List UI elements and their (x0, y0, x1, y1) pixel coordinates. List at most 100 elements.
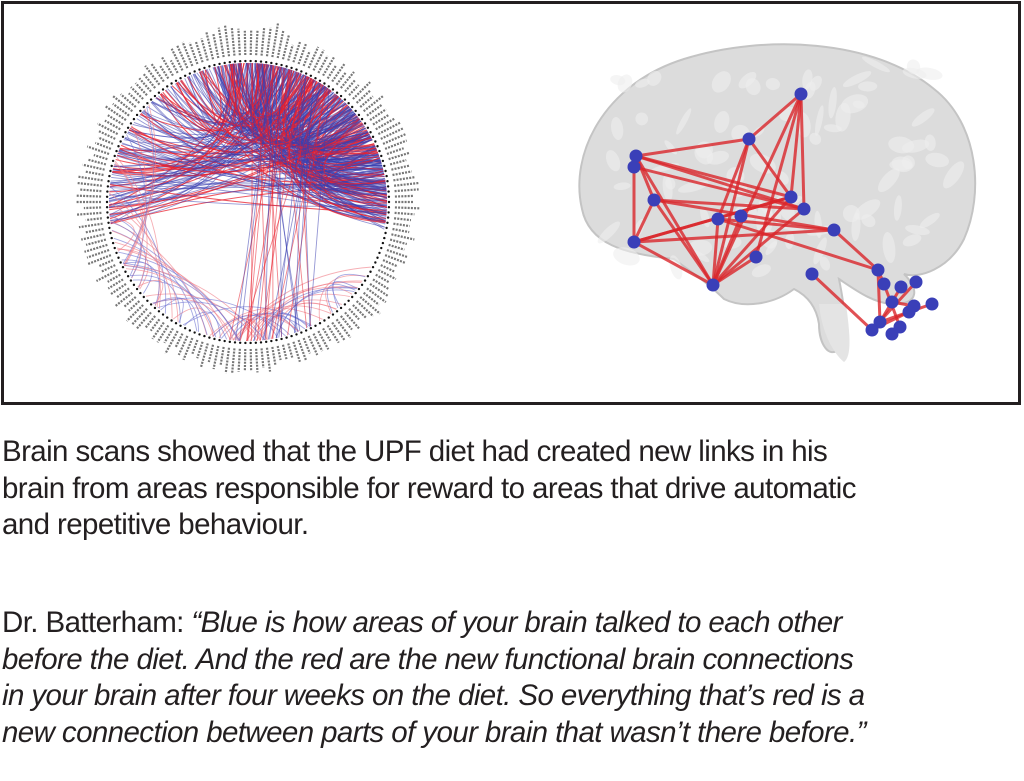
before-connection (232, 63, 284, 134)
after-connection (275, 66, 369, 159)
node-dot (363, 279, 367, 282)
node-dot (223, 339, 226, 343)
region-label (392, 227, 410, 234)
before-connection (258, 63, 370, 148)
brain-gyrus (647, 70, 662, 86)
brain-gyrus (840, 94, 869, 114)
region-label (344, 311, 360, 330)
node-dot (259, 60, 263, 63)
region-label (82, 163, 105, 171)
region-label (79, 188, 102, 193)
brain-gyrus (919, 212, 940, 229)
node-dot (295, 68, 298, 71)
brain-gyrus (925, 152, 950, 168)
node-dot (228, 60, 232, 64)
quote-block: Dr. Batterham: “Blue is how areas of you… (2, 605, 1022, 751)
node-dot (285, 336, 288, 339)
node-dot (347, 102, 350, 105)
node-dot (203, 334, 206, 338)
node-dot (198, 68, 201, 71)
brain-gyrus (706, 150, 730, 165)
region-label (85, 217, 103, 222)
node-dot (386, 216, 390, 219)
node-dot (115, 251, 118, 255)
node-dot (105, 200, 109, 204)
after-connection (164, 66, 222, 131)
region-label (362, 291, 380, 306)
brain-gyrus (943, 161, 965, 189)
after-connection (108, 201, 179, 323)
node-dot (244, 59, 247, 63)
before-connection (113, 237, 198, 332)
region-label (84, 243, 108, 253)
caption-line: brain from areas responsible for reward … (2, 471, 856, 505)
region-label (331, 321, 346, 342)
node-dot (270, 339, 273, 343)
region-label (386, 248, 408, 259)
before-connection (118, 118, 360, 164)
region-label (94, 141, 112, 150)
node-dot (170, 82, 173, 85)
region-label (107, 278, 124, 290)
region-label (382, 259, 399, 268)
brain-gyrus (814, 105, 824, 136)
node-dot (304, 72, 308, 75)
node-dot (117, 145, 120, 148)
before-connection (152, 297, 286, 337)
before-connection (123, 120, 362, 148)
node-dot (208, 65, 211, 68)
before-connection (240, 63, 327, 117)
network-node (742, 132, 756, 146)
region-label (340, 71, 355, 89)
region-label (271, 22, 280, 58)
node-dot (249, 341, 252, 345)
network-edge (799, 93, 806, 210)
region-label (394, 211, 415, 216)
figure-caption: Brain scans showed that the UPF diet had… (2, 434, 1022, 544)
node-dot (343, 98, 347, 101)
region-label (151, 321, 165, 340)
node-dot (166, 85, 169, 88)
node-dot (339, 94, 343, 98)
before-connection (121, 259, 160, 306)
brain-gyrus (617, 74, 633, 93)
region-label (169, 59, 179, 74)
node-dot (179, 324, 182, 328)
network-node (629, 149, 643, 163)
figure-frame (1, 1, 1021, 405)
region-label (119, 93, 137, 108)
region-label (76, 211, 102, 216)
region-label (174, 333, 184, 349)
node-dot (157, 310, 161, 313)
region-label (322, 327, 332, 342)
node-dot (270, 61, 273, 65)
region-label (271, 346, 277, 366)
node-dot (126, 126, 130, 129)
region-label (212, 32, 220, 59)
region-label (161, 56, 174, 77)
region-label (388, 151, 410, 161)
quote-line: in your brain after four weeks on the di… (2, 679, 865, 712)
node-dot (129, 122, 133, 125)
region-label (359, 296, 381, 315)
node-dot (331, 88, 335, 91)
region-label (128, 300, 141, 312)
after-connection (256, 68, 286, 341)
after-connection (247, 65, 274, 342)
quote-line: new connection between parts of your bra… (2, 715, 866, 749)
network-node (902, 305, 916, 319)
node-dot (121, 265, 125, 269)
node-dot (383, 236, 386, 240)
network-node (871, 263, 885, 277)
region-label (159, 65, 170, 80)
region-label (230, 27, 236, 56)
node-dot (387, 211, 390, 214)
after-connection (124, 264, 261, 341)
region-label (164, 330, 179, 355)
region-label (276, 345, 282, 361)
region-label (217, 27, 225, 58)
region-label (199, 343, 209, 369)
region-label (281, 344, 288, 361)
region-label (255, 29, 259, 56)
before-connection (151, 64, 230, 141)
